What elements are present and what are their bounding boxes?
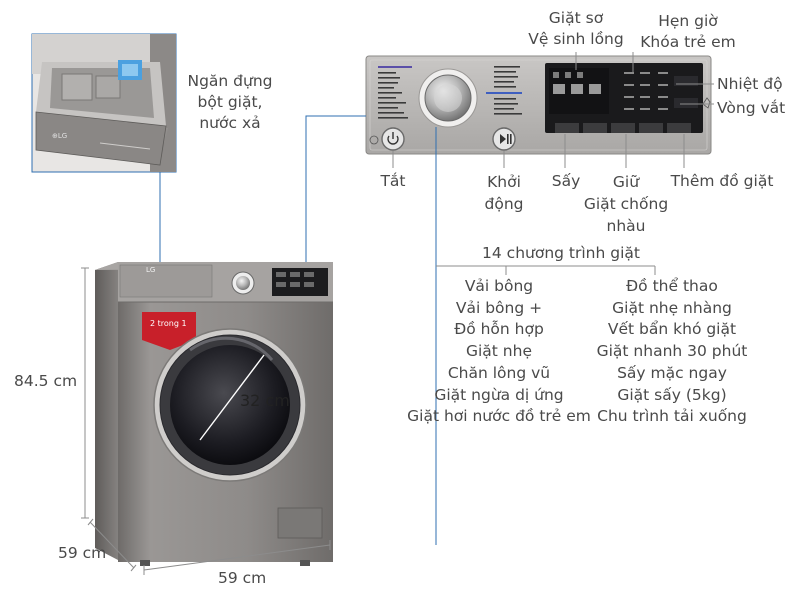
program-item: Sấy mặc ngay — [617, 363, 727, 382]
keep-anti-crease-label: Giữ Giặt chống nhàu — [583, 173, 669, 235]
prewash-label: Giặt sơ — [548, 9, 604, 27]
drawer-callout: Ngăn đựng bột giặt, nước xả — [187, 72, 273, 132]
dimension-lines — [81, 267, 331, 575]
child-lock-label: Khóa trẻ em — [640, 33, 736, 51]
drawer-inset: ⊕LG — [31, 33, 177, 173]
program-item: Giặt nhẹ — [465, 342, 532, 361]
dry-label: Sấy — [551, 172, 581, 190]
program-item: Chăn lông vũ — [447, 363, 551, 382]
power-off-label: Tắt — [380, 172, 406, 190]
tub-clean-label: Vệ sinh lồng — [528, 30, 624, 48]
width-dimension-label: 59 cm — [218, 569, 267, 587]
programs-right-list: Đồ thể thao Giặt nhẹ nhàng Vết bẩn khó g… — [592, 276, 752, 428]
program-item: Chu trình tải xuống — [597, 407, 747, 426]
two-in-one-badge: 2 trong 1 — [150, 319, 187, 328]
add-item-label: Thêm đồ giặt — [670, 172, 774, 190]
program-item: Đồ hỗn hợp — [454, 320, 544, 339]
program-item: Đồ thể thao — [626, 277, 718, 295]
height-dimension-label: 84.5 cm — [14, 372, 78, 390]
depth-dimension-label: 59 cm — [58, 544, 107, 562]
control-panel-closeup — [365, 55, 712, 155]
programs-bracket — [436, 265, 656, 275]
program-item: Giặt sấy (5kg) — [617, 385, 727, 404]
program-item: Giặt nhanh 30 phút — [596, 342, 748, 361]
programs-title: 14 chương trình giặt — [482, 244, 640, 262]
drawer-brand-logo: ⊕LG — [52, 132, 67, 140]
program-item: Giặt hơi nước đồ trẻ em — [407, 407, 591, 426]
machine-brand-logo: LG — [146, 266, 156, 274]
program-item: Giặt ngừa dị ứng — [434, 385, 564, 404]
program-item: Vải bông + — [455, 298, 543, 317]
program-item: Vết bẩn khó giặt — [607, 320, 737, 339]
callout-lines — [159, 115, 437, 545]
temperature-label: Nhiệt độ — [717, 75, 783, 93]
washing-machine — [95, 262, 333, 566]
programs-left-list: Vải bông Vải bông + Đồ hỗn hợp Giặt nhẹ … — [401, 276, 597, 428]
door-diameter-label: 32 cm — [240, 391, 290, 410]
panel-pointer-lines — [392, 52, 714, 168]
program-item: Vải bông — [464, 277, 534, 295]
timer-label: Hẹn giờ — [658, 12, 718, 30]
start-label: Khởi động — [484, 173, 524, 213]
program-item: Giặt nhẹ nhàng — [612, 298, 732, 317]
spin-label: Vòng vắt — [717, 99, 786, 117]
